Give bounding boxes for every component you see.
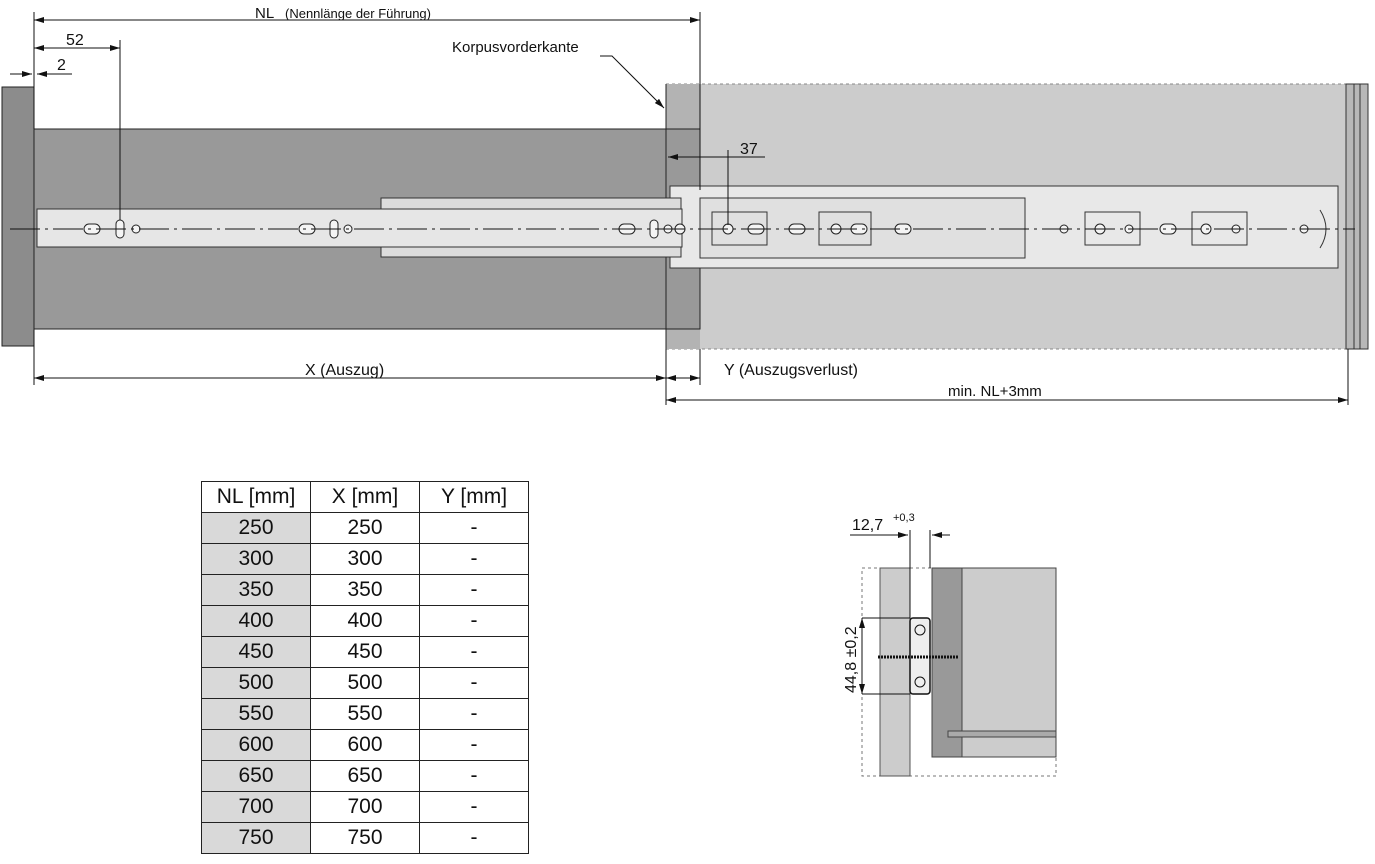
cell-y: - <box>419 605 529 637</box>
cell-y: - <box>419 822 529 854</box>
cell-x: 300 <box>310 543 420 575</box>
cell-y: - <box>419 636 529 668</box>
cell-x: 400 <box>310 605 420 637</box>
cabinet-panel-section <box>879 567 911 777</box>
cell-y: - <box>419 667 529 699</box>
header-x: X [mm] <box>310 481 420 513</box>
cell-y: - <box>419 760 529 792</box>
cell-nl: 300 <box>201 543 311 575</box>
cell-y: - <box>419 698 529 730</box>
cell-y: - <box>419 512 529 544</box>
cell-x: 650 <box>310 760 420 792</box>
cell-nl: 400 <box>201 605 311 637</box>
drawer-bottom-section <box>947 730 1057 738</box>
cell-nl: 600 <box>201 729 311 761</box>
cell-x: 700 <box>310 791 420 823</box>
drawer-body-section <box>961 567 1057 758</box>
cell-nl: 350 <box>201 574 311 606</box>
header-y: Y [mm] <box>419 481 529 513</box>
x-label: X (Auszug) <box>305 362 384 379</box>
cell-x: 500 <box>310 667 420 699</box>
cell-nl: 750 <box>201 822 311 854</box>
cell-x: 450 <box>310 636 420 668</box>
cell-nl: 650 <box>201 760 311 792</box>
cell-y: - <box>419 543 529 575</box>
dim-37: 37 <box>740 141 758 158</box>
cell-x: 600 <box>310 729 420 761</box>
min-length-label: min. NL+3mm <box>948 383 1042 400</box>
cell-y: - <box>419 791 529 823</box>
drawer-front-panel <box>1 86 35 347</box>
inner-rail <box>36 208 683 248</box>
cell-nl: 500 <box>201 667 311 699</box>
dim-2: 2 <box>57 57 66 74</box>
cross-section: 12,7 +0,3 44,8 ±0,2 <box>843 512 1057 777</box>
korpus-label: Korpusvorderkante <box>452 39 579 56</box>
cell-nl: 550 <box>201 698 311 730</box>
height-dim: 44,8 ±0,2 <box>843 626 860 693</box>
cell-nl: 450 <box>201 636 311 668</box>
nl-label: NL <box>255 5 274 22</box>
cabinet-back-wall <box>1345 83 1369 350</box>
header-nl: NL [mm] <box>201 481 311 513</box>
y-label: Y (Auszugsverlust) <box>724 362 858 379</box>
cell-y: - <box>419 729 529 761</box>
nl-description: (Nennlänge der Führung) <box>285 6 431 21</box>
dim-52: 52 <box>66 32 84 49</box>
drawer-side-section <box>931 567 963 758</box>
cell-nl: 250 <box>201 512 311 544</box>
width-dim: 12,7 <box>852 517 883 534</box>
cell-x: 750 <box>310 822 420 854</box>
cell-x: 350 <box>310 574 420 606</box>
cell-x: 250 <box>310 512 420 544</box>
cell-y: - <box>419 574 529 606</box>
cell-x: 550 <box>310 698 420 730</box>
width-tolerance: +0,3 <box>893 512 915 524</box>
cell-nl: 700 <box>201 791 311 823</box>
